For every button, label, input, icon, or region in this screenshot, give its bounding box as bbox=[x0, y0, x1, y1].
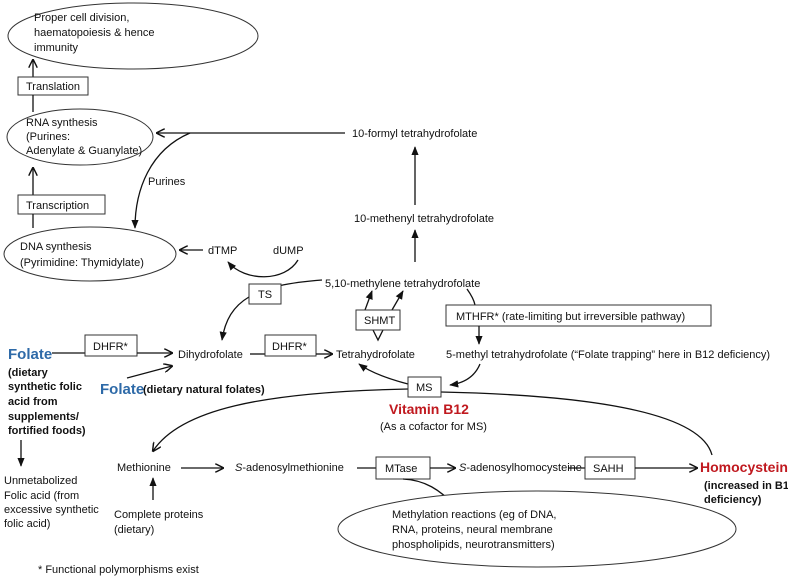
homocysteine-label: Homocysteine bbox=[700, 459, 788, 475]
mthfr-box: MTHFR* (rate-limiting but irreversible p… bbox=[445, 304, 712, 327]
label: RNA synthesis bbox=[26, 117, 98, 129]
label: DHFR* bbox=[93, 341, 129, 353]
label: synthetic folic bbox=[8, 381, 82, 393]
dna-synthesis-node: DNA synthesis (Pyrimidine: Thymidylate) bbox=[3, 226, 177, 282]
label: S bbox=[459, 462, 467, 474]
label: Complete proteins bbox=[114, 509, 204, 521]
label: (dietary) bbox=[114, 524, 154, 536]
label: -adenosylmethionine bbox=[242, 462, 344, 474]
label: (dietary natural folates) bbox=[143, 384, 265, 396]
dhfr-box-2: DHFR* bbox=[264, 334, 317, 357]
label: DHFR* bbox=[272, 341, 308, 353]
label: SHMT bbox=[364, 315, 395, 327]
label: acid from bbox=[8, 396, 58, 408]
sah-label: S-adenosylhomocysteine bbox=[459, 462, 582, 474]
arrow bbox=[358, 363, 409, 385]
label: DNA synthesis bbox=[20, 241, 92, 253]
label: excessive synthetic bbox=[4, 504, 99, 516]
purines-arrow bbox=[131, 132, 191, 229]
arrow bbox=[391, 290, 404, 311]
methionine-arc bbox=[153, 388, 409, 451]
connector bbox=[466, 288, 476, 306]
label: folic acid) bbox=[4, 518, 50, 530]
transcription-box: Transcription bbox=[17, 194, 106, 215]
label: (Purines: bbox=[26, 131, 70, 143]
label: TS bbox=[258, 289, 272, 301]
formyl-thf-label: 10-formyl tetrahydrofolate bbox=[352, 128, 477, 140]
label: MTase bbox=[385, 463, 417, 475]
sam-label: S-adenosylmethionine bbox=[235, 462, 344, 474]
vitamin-b12-label: Vitamin B12 bbox=[389, 401, 469, 417]
dump-label: dUMP bbox=[273, 245, 304, 257]
label: Translation bbox=[26, 81, 80, 93]
label: Transcription bbox=[26, 200, 89, 212]
tetrahydrofolate-label: Tetrahydrofolate bbox=[336, 349, 415, 361]
arrow bbox=[364, 290, 373, 311]
translation-box: Translation bbox=[17, 76, 89, 96]
label: immunity bbox=[34, 42, 79, 54]
folate-natural-label: Folate bbox=[100, 381, 144, 398]
label: (Pyrimidine: Thymidylate) bbox=[20, 257, 144, 269]
folate-synthetic-label: Folate bbox=[8, 346, 52, 363]
arrow bbox=[449, 363, 481, 388]
dhfr-box-1: DHFR* bbox=[84, 334, 138, 357]
arrow bbox=[126, 366, 172, 379]
label: fortified foods) bbox=[8, 425, 86, 437]
arrow bbox=[372, 329, 384, 342]
ms-box: MS bbox=[407, 376, 442, 398]
label: MS bbox=[416, 382, 433, 394]
methylation-node: Methylation reactions (eg of DNA, RNA, p… bbox=[337, 490, 737, 568]
label: supplements/ bbox=[8, 411, 79, 423]
sahh-box: SAHH bbox=[584, 456, 636, 480]
purines-label: Purines bbox=[148, 176, 186, 188]
label: S bbox=[235, 462, 243, 474]
label: (dietary bbox=[8, 367, 49, 379]
methenyl-thf-label: 10-methenyl tetrahydrofolate bbox=[354, 213, 494, 225]
label: MTHFR* (rate-limiting but irreversible p… bbox=[456, 311, 685, 323]
label: -adenosylhomocysteine bbox=[466, 462, 582, 474]
label: (As a cofactor for MS) bbox=[380, 421, 487, 433]
ts-box: TS bbox=[248, 283, 282, 305]
rna-synthesis-node: RNA synthesis (Purines: Adenylate & Guan… bbox=[6, 108, 154, 166]
label: Folic acid (from bbox=[4, 490, 79, 502]
homocysteine-arc bbox=[440, 391, 713, 456]
ts-arc bbox=[227, 259, 299, 278]
label: phospholipids, neurotransmitters) bbox=[392, 539, 555, 551]
label: Adenylate & Guanylate) bbox=[26, 145, 142, 157]
label: Proper cell division, bbox=[34, 12, 129, 24]
mtase-box: MTase bbox=[375, 456, 431, 480]
cell-division-node: Proper cell division, haematopoiesis & h… bbox=[7, 2, 259, 70]
label: (increased in B12 bbox=[704, 480, 788, 492]
label: RNA, proteins, neural membrane bbox=[392, 524, 553, 536]
shmt-box: SHMT bbox=[355, 309, 401, 331]
label: Methylation reactions (eg of DNA, bbox=[392, 509, 556, 521]
label: deficiency) bbox=[704, 494, 762, 506]
label: SAHH bbox=[593, 463, 624, 475]
methionine-label: Methionine bbox=[117, 462, 171, 474]
methylene-thf-label: 5,10-methylene tetrahydrofolate bbox=[325, 278, 480, 290]
dihydrofolate-label: Dihydrofolate bbox=[178, 349, 243, 361]
dtmp-label: dTMP bbox=[208, 245, 237, 257]
methyl-thf-label: 5-methyl tetrahydrofolate (“Folate trapp… bbox=[446, 349, 770, 361]
label: haematopoiesis & hence bbox=[34, 27, 154, 39]
label: Unmetabolized bbox=[4, 475, 77, 487]
footnote: * Functional polymorphisms exist bbox=[38, 564, 199, 576]
